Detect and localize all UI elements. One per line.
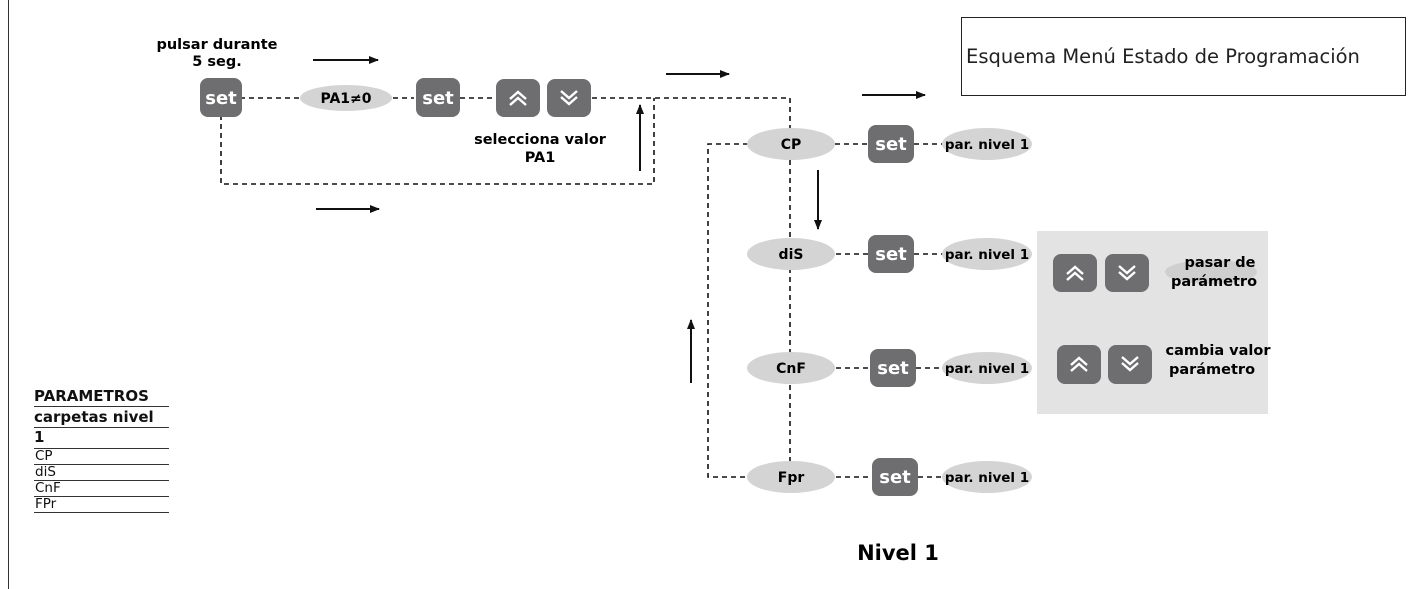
param-label-cnf: par. nivel 1: [945, 361, 1029, 377]
up-button-top[interactable]: [496, 79, 540, 117]
param-label-cp: par. nivel 1: [945, 137, 1029, 153]
diagram-title: Esquema Menú Estado de Programación: [961, 17, 1406, 96]
legend-down-button-2[interactable]: [1108, 345, 1152, 384]
set-button-start-label: set: [205, 88, 237, 109]
param-label-fpr: par. nivel 1: [945, 470, 1029, 486]
level-label: Nivel 1: [857, 541, 939, 565]
folder-oval-dis: [747, 238, 835, 270]
password-oval-label: PA1≠0: [320, 91, 371, 107]
down-button-top[interactable]: [547, 79, 591, 117]
parameters-row: CP: [34, 449, 169, 465]
connector-bypass-path: [220, 98, 655, 185]
select-label-line1: selecciona valor: [474, 132, 607, 148]
set-button-fpr[interactable]: set: [872, 458, 918, 496]
flow-arrows: [313, 56, 926, 383]
parameters-subheader: carpetas nivel 1: [34, 407, 169, 446]
connector-loop-back: [707, 143, 748, 478]
set-button-cnf-label: set: [877, 358, 909, 379]
set-button-fpr-label: set: [879, 467, 911, 488]
legend-label-2-line2: parámetro: [1169, 362, 1255, 378]
param-oval-fpr: [942, 461, 1032, 493]
password-oval: PA1≠0: [300, 85, 392, 111]
folder-label-cp: CP: [781, 137, 802, 153]
legend-up-button-1[interactable]: [1053, 254, 1097, 292]
set-button-password-label: set: [422, 88, 454, 109]
param-label-dis: par. nivel 1: [945, 247, 1029, 263]
param-oval-cnf: [942, 352, 1032, 384]
folder-row-cp: CP set par. nivel 1: [747, 125, 1032, 163]
folder-label-fpr: Fpr: [778, 470, 805, 486]
param-oval-cp: [942, 128, 1032, 160]
legend-down-button-1[interactable]: [1105, 254, 1149, 292]
dashed-connectors: [220, 97, 944, 478]
press-label-line1: pulsar durante: [156, 37, 277, 53]
select-label-line2: PA1: [525, 150, 556, 166]
parameters-header: PARAMETROS: [34, 386, 169, 407]
press-label-line2: 5 seg.: [192, 54, 242, 70]
set-button-cnf[interactable]: set: [870, 349, 916, 387]
parameters-row: CnF: [34, 481, 169, 497]
parameters-row: FPr: [34, 497, 169, 513]
set-button-dis[interactable]: set: [868, 235, 914, 273]
legend-label-2-line1: cambia valor: [1166, 343, 1272, 359]
folder-row-fpr: Fpr set par. nivel 1: [747, 458, 1032, 496]
legend-up-button-2[interactable]: [1057, 345, 1101, 384]
parameters-spacer: [34, 428, 169, 449]
legend-label-1-line2: parámetro: [1171, 274, 1257, 290]
legend-row-navigate: pasar de parámetro: [1053, 254, 1257, 292]
parameters-table: PARAMETROS carpetas nivel 1 CP diS CnF F…: [34, 386, 169, 513]
folder-label-dis: diS: [779, 247, 804, 263]
set-button-dis-label: set: [875, 244, 907, 265]
legend-oval-1: [1165, 260, 1257, 284]
parameters-row: diS: [34, 465, 169, 481]
legend-label-1-line1: pasar de: [1185, 255, 1256, 271]
set-button-cp[interactable]: set: [868, 125, 914, 163]
set-button-start[interactable]: set: [200, 78, 242, 117]
folder-oval-cnf: [747, 352, 835, 384]
folder-oval-cp: [747, 128, 835, 160]
folder-oval-fpr: [747, 461, 835, 493]
set-button-cp-label: set: [875, 134, 907, 155]
param-oval-dis: [942, 238, 1032, 270]
set-button-password[interactable]: set: [416, 78, 460, 117]
page-left-border: [8, 0, 9, 589]
folder-label-cnf: CnF: [776, 361, 806, 377]
folder-row-dis: diS set par. nivel 1: [747, 235, 1032, 273]
legend-row-change: cambia valor parámetro: [1057, 343, 1271, 384]
folder-row-cnf: CnF set par. nivel 1: [747, 349, 1032, 387]
